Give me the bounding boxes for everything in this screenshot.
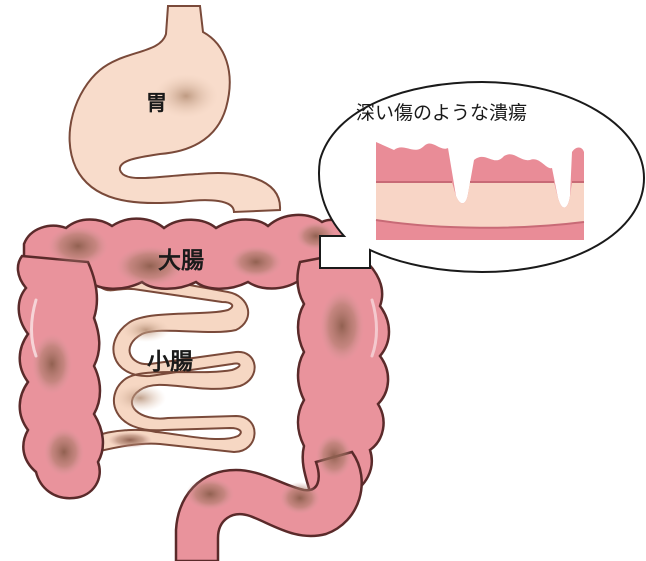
- colon-inflammation-10: [186, 478, 234, 510]
- colon-inflammation-6: [44, 428, 84, 476]
- colon-inflammation-5: [32, 334, 72, 394]
- small-intestine-spot-1: [122, 318, 170, 342]
- large-intestine-label: 大腸: [158, 250, 204, 273]
- stomach-label: 胃: [146, 93, 167, 114]
- colon-inflammation-1: [48, 226, 108, 266]
- small-intestine-spot-3: [108, 432, 152, 448]
- callout-title: 深い傷のような潰瘍: [356, 104, 527, 123]
- stomach: [70, 6, 281, 212]
- colon-inflammation-8: [316, 434, 352, 478]
- small-intestine-label: 小腸: [147, 351, 193, 374]
- colon-inflammation-7: [320, 290, 364, 362]
- colon-inflammation-9: [280, 482, 320, 514]
- small-intestine-spot-2: [114, 384, 166, 412]
- colon-inflammation-3: [230, 246, 282, 278]
